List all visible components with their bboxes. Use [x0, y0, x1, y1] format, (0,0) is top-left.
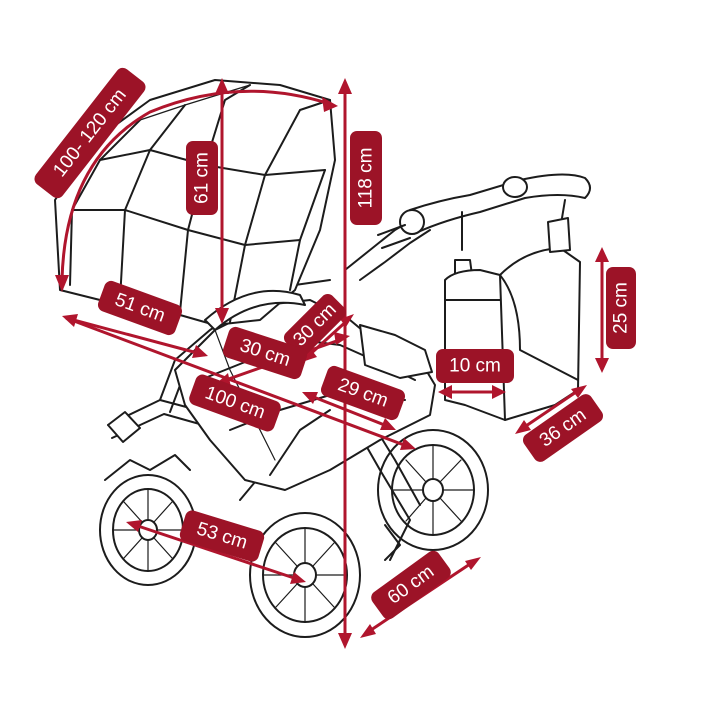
- label-bag-height: 25 cm: [606, 267, 636, 349]
- label-axle-width: 60 cm: [371, 550, 451, 620]
- front-right-wheel: [377, 429, 489, 551]
- canopy-height-text: 61 cm: [192, 152, 213, 204]
- changing-bag: [444, 199, 581, 421]
- total-height-text: 118 cm: [356, 148, 377, 209]
- front-left-wheel: [249, 512, 361, 638]
- bag-width-text: 10 cm: [449, 356, 501, 377]
- handlebar: [377, 173, 591, 249]
- bag-height-text: 25 cm: [611, 282, 632, 334]
- label-bag-width: 10 cm: [436, 349, 514, 383]
- label-canopy-height: 61 cm: [186, 141, 218, 215]
- dimension-arrowheads: [55, 78, 609, 649]
- label-total-height: 118 cm: [350, 131, 382, 225]
- bumper-bar: [204, 289, 306, 331]
- dimension-lines: [60, 82, 604, 645]
